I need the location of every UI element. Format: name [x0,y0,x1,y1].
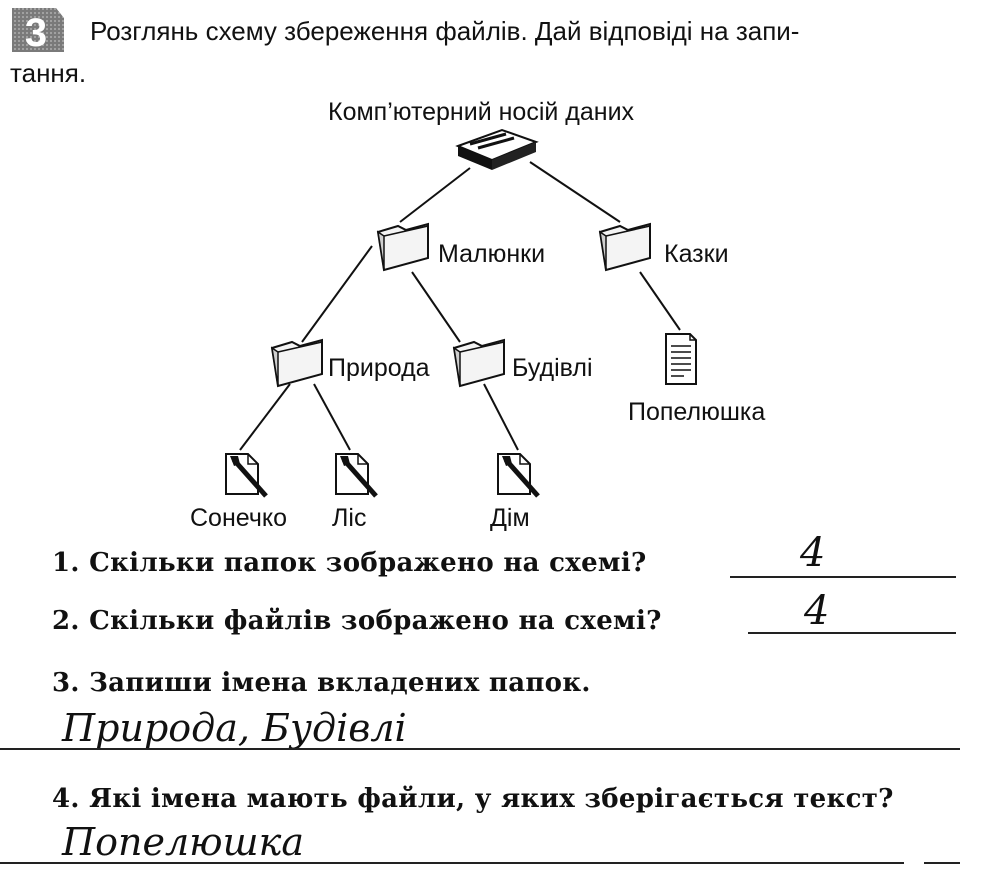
folder-icon [376,222,429,272]
tree-connectors [239,161,681,451]
question-3: 3. Запиши імена вкладених папок. [52,668,591,698]
question-4: 4. Які імена мають файли, у яких зберіга… [52,784,894,814]
image-file-icon [335,453,378,498]
image-file-icon [225,453,268,498]
file-tree-diagram [225,128,697,498]
file-label-lis: Ліс [332,504,367,532]
file-label-sonechko: Сонечко [190,504,287,532]
answer-1: 4 [800,530,826,576]
image-file-icon [497,453,540,498]
answer-2: 4 [804,588,830,634]
folder-icon [598,222,651,272]
answer-4: Попелюшка [62,820,304,864]
folder-label-budivli: Будівлі [512,354,593,382]
folder-icon [270,338,323,388]
file-label-popelyushka: Попелюшка [628,398,766,426]
storage-device-icon [455,128,539,170]
answer-line-3 [0,748,960,750]
answer-line-4-end [924,862,960,864]
task-number: 3 [25,11,47,55]
root-storage-label: Комп’ютерний носій даних [328,98,635,126]
task-instruction-line2: тання. [10,58,87,88]
text-document-icon [665,333,697,385]
answer-line-4 [0,862,904,864]
answer-3: Природа, Будівлі [62,706,407,750]
answer-line-1 [730,576,956,578]
task-instruction-line1: Розглянь схему збереження файлів. Дай ві… [90,16,800,46]
task-number-badge: 3 [12,8,64,55]
question-1: 1. Скільки папок зображено на схемі? [52,548,647,578]
answer-line-2 [748,632,956,634]
folder-label-kazky: Казки [664,240,729,268]
file-label-dim: Дім [490,504,530,532]
question-2: 2. Скільки файлів зображено на схемі? [52,606,662,636]
folder-label-malyunky: Малюнки [438,240,546,268]
folder-icon [452,338,505,388]
folder-label-pryroda: Природа [328,354,430,382]
